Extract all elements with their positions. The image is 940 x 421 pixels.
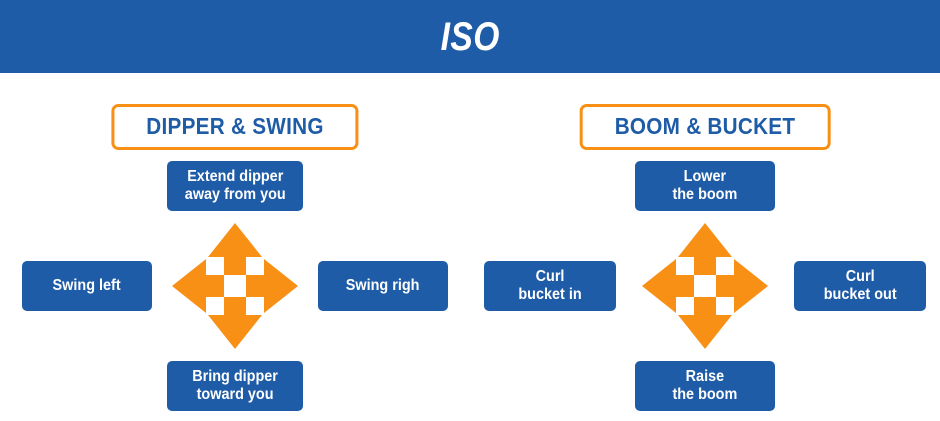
- control-box-left-label: Curl bucket in: [518, 267, 582, 303]
- panels-container: DIPPER & SWING Extend dipper away from y…: [0, 73, 940, 421]
- control-box-top[interactable]: Extend dipper away from you: [167, 161, 303, 211]
- panel-dipper-swing: DIPPER & SWING Extend dipper away from y…: [0, 73, 470, 421]
- four-way-arrow-icon: [172, 223, 298, 349]
- control-box-top[interactable]: Lower the boom: [635, 161, 775, 211]
- control-cross-dipper-swing: Extend dipper away from you Swing left S…: [0, 161, 470, 411]
- control-box-bottom-label: Raise the boom: [672, 367, 738, 403]
- section-title-dipper-swing: DIPPER & SWING: [111, 104, 359, 150]
- control-box-bottom[interactable]: Raise the boom: [635, 361, 775, 411]
- section-title-label: DIPPER & SWING: [146, 113, 324, 139]
- control-box-top-label: Lower the boom: [672, 167, 738, 203]
- control-box-bottom[interactable]: Bring dipper toward you: [167, 361, 303, 411]
- control-box-right[interactable]: Swing righ: [318, 261, 448, 311]
- control-box-right-label: Swing righ: [346, 276, 420, 294]
- control-box-left[interactable]: Curl bucket in: [484, 261, 616, 311]
- section-title-label: BOOM & BUCKET: [614, 113, 796, 139]
- page-header: ISO: [0, 0, 940, 73]
- control-box-top-label: Extend dipper away from you: [184, 167, 286, 203]
- control-cross-boom-bucket: Lower the boom Curl bucket in Curl bucke…: [470, 161, 940, 411]
- control-box-left-label: Swing left: [52, 276, 122, 294]
- control-box-bottom-label: Bring dipper toward you: [192, 367, 278, 403]
- four-way-arrow-icon: [642, 223, 768, 349]
- control-box-right-label: Curl bucket out: [823, 267, 897, 303]
- control-box-left[interactable]: Swing left: [22, 261, 152, 311]
- panel-boom-bucket: BOOM & BUCKET Lower the boom Curl bucket…: [470, 73, 940, 421]
- section-title-boom-bucket: BOOM & BUCKET: [579, 104, 831, 150]
- page-title: ISO: [440, 14, 500, 59]
- control-box-right[interactable]: Curl bucket out: [794, 261, 926, 311]
